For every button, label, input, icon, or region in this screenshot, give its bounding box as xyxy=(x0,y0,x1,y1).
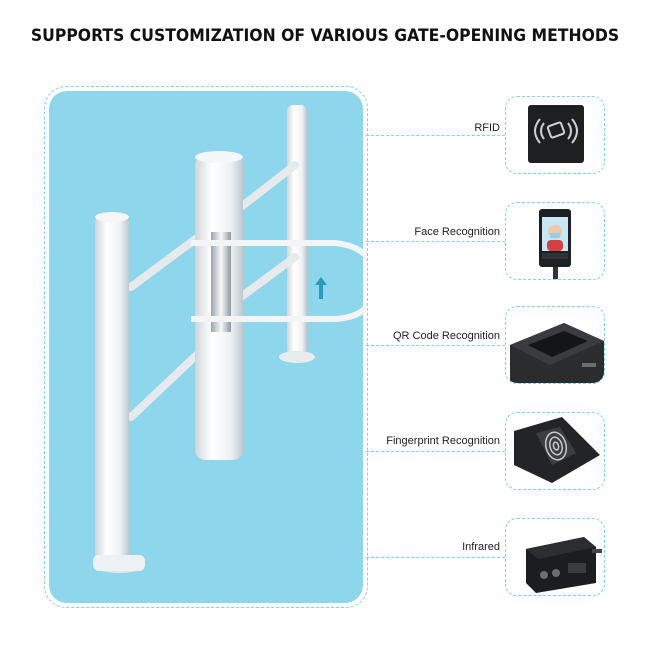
method-qr xyxy=(505,306,605,384)
face-terminal-icon xyxy=(539,209,571,279)
connector-rfid xyxy=(366,135,505,136)
method-label-face: Face Recognition xyxy=(414,226,500,238)
connector-face xyxy=(366,241,505,242)
method-label-rfid: RFID xyxy=(474,122,500,134)
gate-illustration xyxy=(44,86,368,608)
method-fingerprint xyxy=(505,412,605,490)
fingerprint-reader-icon xyxy=(514,417,600,483)
method-label-qr: QR Code Recognition xyxy=(392,330,500,342)
connector-infrared xyxy=(366,557,505,558)
connector-fingerprint xyxy=(366,451,505,452)
method-label-infrared: Infrared xyxy=(462,541,500,553)
method-rfid xyxy=(505,96,605,174)
method-infrared xyxy=(505,518,605,596)
qr-scanner-icon xyxy=(510,323,604,383)
rfid-reader-icon xyxy=(528,105,584,163)
page-title: SUPPORTS CUSTOMIZATION OF VARIOUS GATE-O… xyxy=(30,26,620,46)
connector-qr xyxy=(366,345,505,346)
infrared-sensor-icon xyxy=(526,537,602,593)
method-label-fingerprint: Fingerprint Recognition xyxy=(386,435,500,447)
method-face xyxy=(505,202,605,280)
